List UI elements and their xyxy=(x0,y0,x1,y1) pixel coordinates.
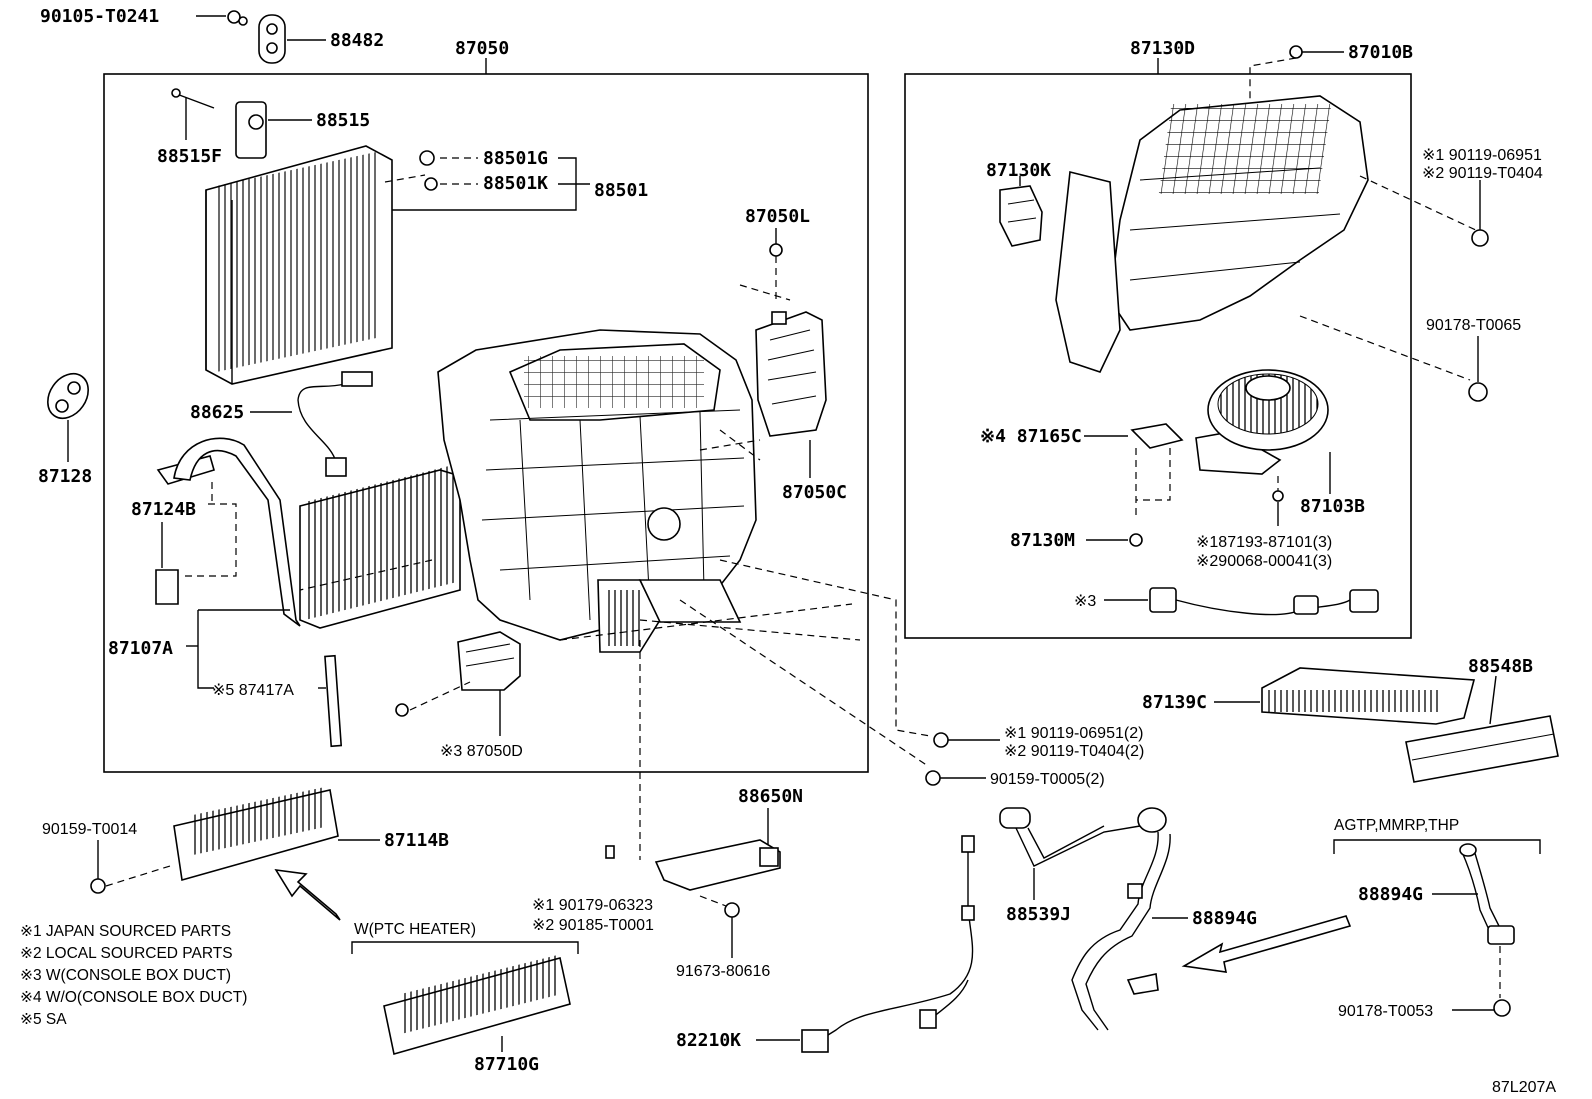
filter-87139C xyxy=(1214,667,1476,725)
label-87103B: 87103B xyxy=(1300,496,1365,517)
bracket-88650N xyxy=(654,839,781,891)
label-87128: 87128 xyxy=(38,466,92,487)
evaporator-88501 xyxy=(205,145,393,385)
arrow-ptc xyxy=(274,868,341,921)
clip-87124B xyxy=(155,482,237,605)
note-2: ※2 LOCAL SOURCED PARTS xyxy=(20,945,233,962)
label-90179-06323: ※1 90179-06323 xyxy=(532,897,653,914)
label-88515: 88515 xyxy=(316,110,370,131)
wire-harness-n3 xyxy=(1104,587,1379,616)
label-88894G-variant: 88894G xyxy=(1358,884,1423,905)
label-88482: 88482 xyxy=(330,30,384,51)
screw-91673 xyxy=(724,902,740,918)
label-88515F: 88515F xyxy=(157,146,222,167)
note-1: ※1 JAPAN SOURCED PARTS xyxy=(20,923,231,940)
motor-87050D xyxy=(395,631,521,736)
blower-case-87130D xyxy=(1055,95,1481,381)
note-3: ※3 W(CONSOLE BOX DUCT) xyxy=(20,967,231,984)
notes-block: ※1 JAPAN SOURCED PARTS ※2 LOCAL SOURCED … xyxy=(20,923,247,1028)
label-87193-87101: ※187193-87101(3) xyxy=(1196,534,1332,551)
label-ptc-heater: W(PTC HEATER) xyxy=(354,921,476,938)
screw-90119 xyxy=(1471,229,1489,247)
label-90159-T0005: 90159-T0005(2) xyxy=(990,771,1105,788)
label-91673-80616: 91673-80616 xyxy=(676,963,770,980)
screw-87130M xyxy=(1129,533,1143,547)
expansion-valve-88515 xyxy=(171,88,312,159)
grommet-87128 xyxy=(47,372,89,462)
label-88501K: 88501K xyxy=(483,173,548,194)
ptc-heater-87114B xyxy=(173,786,380,882)
label-82210K: 82210K xyxy=(676,1030,741,1051)
label-88501: 88501 xyxy=(594,180,648,201)
label-87130K: 87130K xyxy=(986,160,1051,181)
filter-case-88548B xyxy=(1405,675,1559,783)
grommet-88482 xyxy=(258,14,326,64)
damper-motor-87050C xyxy=(755,311,827,437)
label-88894G: 88894G xyxy=(1192,908,1257,929)
heater-core-87107A xyxy=(156,437,461,629)
label-87165C: ※4 87165C xyxy=(980,426,1082,447)
reference-code: 87L207A xyxy=(1492,1079,1556,1096)
clip-90179 xyxy=(605,845,615,859)
label-90105-T0241: 90105-T0241 xyxy=(40,6,159,27)
blower-motor-87103B xyxy=(1195,369,1331,494)
hose-88539J xyxy=(999,807,1167,900)
label-88548B: 88548B xyxy=(1468,656,1533,677)
screw-87050L xyxy=(769,243,783,257)
label-87050L: 87050L xyxy=(745,206,810,227)
label-90178-T0065: 90178-T0065 xyxy=(1426,317,1521,334)
screw-87193 xyxy=(1272,476,1284,526)
sensor-88625 xyxy=(250,371,373,477)
resistor-87165C xyxy=(1084,423,1184,516)
label-87139C: 87139C xyxy=(1142,692,1207,713)
o-rings-88501 xyxy=(384,150,478,191)
seal-87417A xyxy=(318,654,343,748)
servo-87130K xyxy=(999,176,1043,247)
label-87130M: 87130M xyxy=(1010,530,1075,551)
label-88625: 88625 xyxy=(190,402,244,423)
label-87050D: ※3 87050D xyxy=(440,743,523,760)
label-90119-06951-2: ※1 90119-06951(2) xyxy=(1004,725,1143,742)
label-87130D: 87130D xyxy=(1130,38,1195,59)
label-90119-06951: ※1 90119-06951 xyxy=(1422,147,1542,164)
screw-90119-2 xyxy=(933,732,949,748)
label-88539J: 88539J xyxy=(1006,904,1071,925)
label-90119-T0404-2: ※2 90119-T0404(2) xyxy=(1004,743,1144,760)
bolt-90105-T0241 xyxy=(196,10,248,26)
screw-90159-T0014 xyxy=(90,878,106,894)
label-90178-T0053: 90178-T0053 xyxy=(1338,1003,1433,1020)
ptc-heater-87710G xyxy=(383,955,571,1056)
label-88501G: 88501G xyxy=(483,148,548,169)
label-88650N: 88650N xyxy=(738,786,803,807)
label-n3: ※3 xyxy=(1074,593,1096,610)
label-87710G: 87710G xyxy=(474,1054,539,1075)
label-90185-T0001: ※2 90185-T0001 xyxy=(532,917,654,934)
hose-88894G xyxy=(1071,831,1188,1031)
label-87010B: 87010B xyxy=(1348,42,1413,63)
label-87124B: 87124B xyxy=(131,499,196,520)
hvac-unit-body xyxy=(437,329,757,653)
clip-90178-T0065 xyxy=(1468,382,1488,402)
wire-82210K xyxy=(756,835,975,1053)
hose-88894G-variant xyxy=(1432,843,1515,1017)
note-4: ※4 W/O(CONSOLE BOX DUCT) xyxy=(20,989,247,1006)
screw-90159-T0005 xyxy=(925,770,941,786)
label-87050C: 87050C xyxy=(782,482,847,503)
label-90159-T0014: 90159-T0014 xyxy=(42,821,137,838)
note-5: ※5 SA xyxy=(20,1011,67,1028)
label-90068-00041: ※290068-00041(3) xyxy=(1196,553,1332,570)
label-87107A: 87107A xyxy=(108,638,173,659)
label-87417A: ※5 87417A xyxy=(212,682,294,699)
label-87114B: 87114B xyxy=(384,830,449,851)
arrow-hose xyxy=(1181,915,1352,973)
label-agtp: AGTP,MMRP,THP xyxy=(1334,817,1459,834)
label-90119-T0404: ※2 90119-T0404 xyxy=(1422,165,1543,182)
label-87050: 87050 xyxy=(455,38,509,59)
